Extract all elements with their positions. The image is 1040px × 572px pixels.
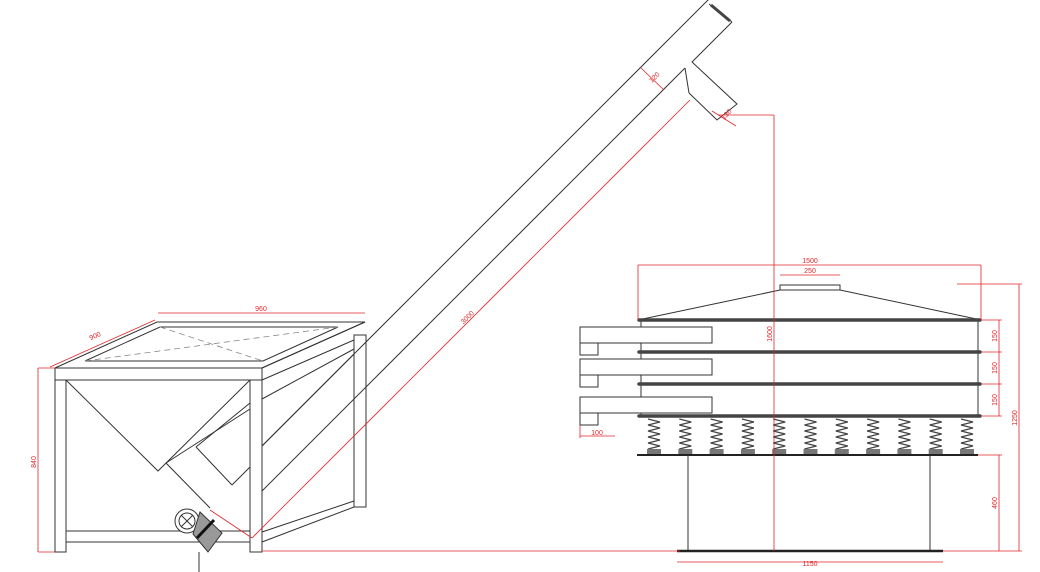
dim-stand-height: 460 bbox=[992, 497, 999, 509]
spring-seat bbox=[928, 449, 943, 454]
dim-sieve-total-height: 1250 bbox=[1012, 410, 1019, 426]
vibrating-sieve bbox=[579, 284, 982, 553]
dim-outlet-diameter: 130 bbox=[720, 108, 733, 121]
spring-seat bbox=[803, 449, 818, 454]
dim-sieve-inlet: 250 bbox=[804, 268, 816, 275]
dim-frame-2: 150 bbox=[992, 362, 999, 374]
dim-frame-1: 150 bbox=[992, 330, 999, 342]
dim-outlet-spout: 100 bbox=[591, 430, 603, 437]
dim-conveyor-diameter: 120 bbox=[648, 71, 661, 84]
spring-seat bbox=[897, 449, 912, 454]
spring-seat bbox=[834, 449, 849, 454]
dimension-labels: 900 960 840 3000 120 130 1500 250 1600 1… bbox=[31, 71, 1019, 568]
dim-conveyor-length: 3000 bbox=[460, 310, 476, 326]
dim-hopper-depth: 900 bbox=[89, 331, 103, 342]
dim-sieve-diameter: 1500 bbox=[802, 258, 818, 265]
dim-discharge-height: 1600 bbox=[767, 326, 774, 342]
spring-seat bbox=[678, 449, 693, 454]
spring-seat bbox=[772, 449, 787, 454]
spring-seat bbox=[960, 449, 974, 454]
screw-conveyor-tube bbox=[231, 0, 738, 492]
dim-hopper-height: 840 bbox=[31, 456, 38, 468]
dim-stand-width: 1150 bbox=[802, 561, 817, 568]
drive-motor bbox=[174, 508, 223, 572]
dim-frame-3: 150 bbox=[992, 394, 999, 406]
dim-hopper-width: 960 bbox=[255, 306, 267, 313]
spring-seat bbox=[647, 449, 661, 454]
spring-seat bbox=[740, 449, 755, 454]
spring-seat bbox=[866, 449, 881, 454]
discharge-outlets bbox=[579, 326, 713, 426]
springs bbox=[647, 418, 974, 456]
dimension-lines bbox=[37, 67, 1022, 563]
spring-seat bbox=[709, 449, 724, 454]
hopper-frame bbox=[54, 321, 367, 553]
